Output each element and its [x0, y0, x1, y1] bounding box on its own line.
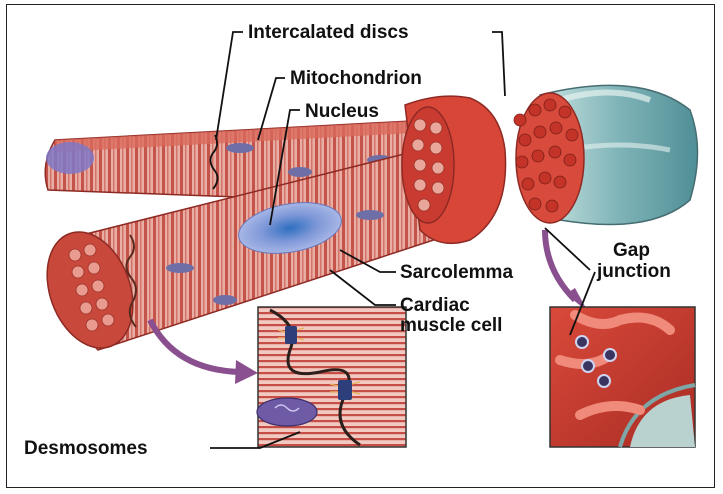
intercalated-discs-label: Intercalated discs — [248, 22, 409, 43]
desmosomes-label: Desmosomes — [24, 438, 148, 459]
gap-junction-label-line1: Gap — [613, 240, 650, 261]
gap-junction-membrane — [514, 85, 698, 224]
sarcolemma-label: Sarcolemma — [400, 262, 513, 283]
gap-junction-arrow — [545, 230, 575, 300]
gap-junction-label-line2: junction — [596, 261, 671, 282]
mitochondrion-label: Mitochondrion — [290, 68, 422, 89]
cardiac-muscle-cell-label-line1: Cardiac — [400, 295, 470, 316]
nucleus-label: Nucleus — [305, 101, 379, 122]
desmosome-arrowhead — [235, 360, 258, 384]
desmosome-inset — [257, 307, 406, 447]
gap-junction-inset — [550, 307, 695, 447]
cardiac-muscle-cell-label-line2: muscle cell — [400, 315, 502, 336]
